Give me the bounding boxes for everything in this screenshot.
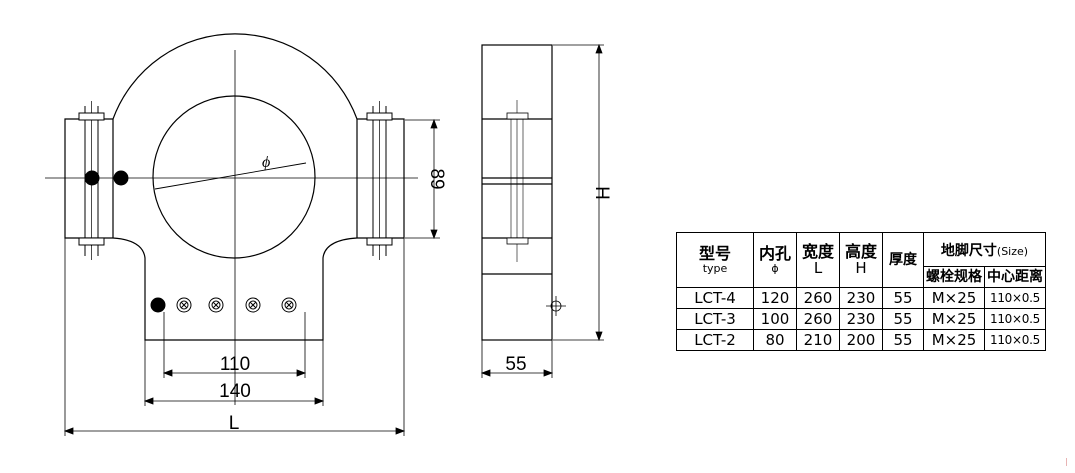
cell-model: LCT-4 bbox=[676, 287, 754, 309]
cell-model: LCT-3 bbox=[676, 308, 754, 330]
bore-circle bbox=[152, 95, 316, 259]
cell-thickness: 55 bbox=[882, 308, 924, 330]
table-subheader-row: 螺栓规格 中心距离 bbox=[677, 266, 1046, 288]
table-row: LCT-3 100 260 230 55 M×25 110×0.5 bbox=[676, 308, 1046, 330]
header-model: 型号 type bbox=[676, 232, 754, 288]
terminal-dot bbox=[84, 170, 100, 186]
cell-hole: 80 bbox=[753, 329, 797, 351]
bolt-left-bottom bbox=[78, 237, 105, 260]
cell-height: 200 bbox=[839, 329, 883, 351]
header-width: 宽度 L bbox=[796, 232, 840, 288]
side-bolt-top bbox=[506, 112, 529, 120]
dimension-L-label: L bbox=[229, 413, 240, 434]
dimension-140-label: 140 bbox=[219, 381, 251, 402]
terminal-dot bbox=[113, 170, 129, 186]
corner-mark bbox=[1066, 458, 1067, 466]
spec-table: 型号 type 内孔 ϕ 宽度 L 高度 H 厚度 地脚尺寸(Size) 螺栓规… bbox=[676, 232, 1046, 351]
terminal-dot bbox=[150, 297, 166, 313]
side-bolt-bottom bbox=[506, 237, 529, 245]
cell-thickness: 55 bbox=[882, 329, 924, 351]
cell-hole: 120 bbox=[753, 287, 797, 309]
cell-width: 260 bbox=[796, 287, 840, 309]
cell-bolt: M×25 bbox=[923, 308, 985, 330]
terminal-screw bbox=[208, 297, 224, 313]
header-foot-size: 地脚尺寸(Size) bbox=[923, 232, 1046, 267]
header-height: 高度 H bbox=[839, 232, 883, 288]
cell-model: LCT-2 bbox=[676, 329, 754, 351]
side-terminal-marker bbox=[546, 296, 566, 316]
header-center-distance: 中心距离 bbox=[984, 266, 1046, 288]
cell-hole: 100 bbox=[753, 308, 797, 330]
dimension-55-label: 55 bbox=[505, 354, 526, 375]
header-bolt-spec: 螺栓规格 bbox=[923, 266, 985, 288]
hole-diameter-symbol: ϕ bbox=[262, 154, 270, 171]
front-view-outline bbox=[64, 33, 405, 341]
cell-thickness: 55 bbox=[882, 287, 924, 309]
cell-width: 260 bbox=[796, 308, 840, 330]
terminal-screw bbox=[245, 297, 261, 313]
table-row: LCT-4 120 260 230 55 M×25 110×0.5 bbox=[676, 287, 1046, 309]
table-header-row: 型号 type 内孔 ϕ 宽度 L 高度 H 厚度 地脚尺寸(Size) bbox=[676, 232, 1046, 288]
cell-center: 110×0.5 bbox=[984, 329, 1046, 351]
cell-bolt: M×25 bbox=[923, 287, 985, 309]
dimension-110-label: 110 bbox=[220, 354, 250, 375]
cell-bolt: M×25 bbox=[923, 329, 985, 351]
cell-height: 230 bbox=[839, 287, 883, 309]
header-hole: 内孔 ϕ bbox=[753, 232, 797, 288]
diameter-line bbox=[154, 162, 307, 190]
dimension-H-label: H bbox=[591, 186, 612, 200]
dimension-89-label: 89 bbox=[426, 168, 447, 189]
cell-height: 230 bbox=[839, 308, 883, 330]
bolt-right-bottom bbox=[366, 237, 393, 260]
cell-center: 110×0.5 bbox=[984, 308, 1046, 330]
cell-center: 110×0.5 bbox=[984, 287, 1046, 309]
side-view-outline bbox=[481, 44, 553, 341]
terminal-screw bbox=[176, 297, 192, 313]
header-thickness: 厚度 bbox=[882, 232, 924, 288]
bolt-right-top bbox=[366, 101, 393, 246]
cell-width: 210 bbox=[796, 329, 840, 351]
table-row: LCT-2 80 210 200 55 M×25 110×0.5 bbox=[676, 329, 1046, 351]
terminal-screw bbox=[281, 297, 297, 313]
